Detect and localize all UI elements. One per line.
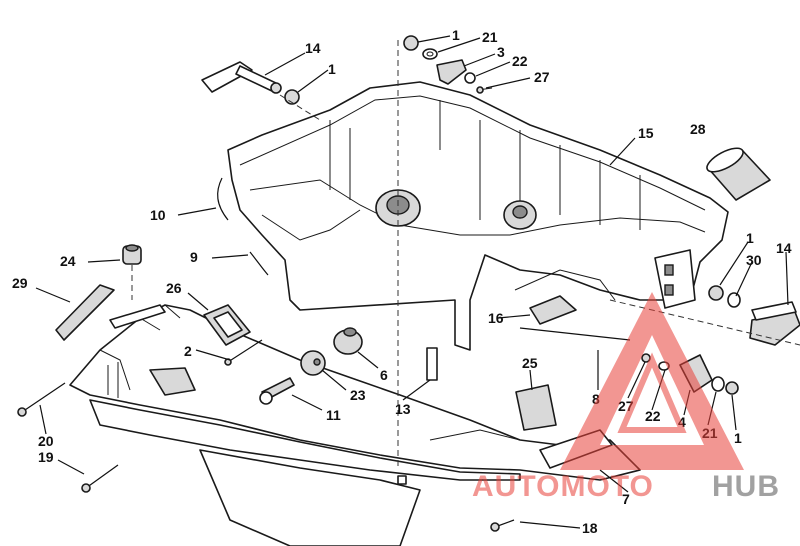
leader-lines — [35, 35, 789, 529]
callout-2: 2 — [184, 343, 192, 359]
callout-13: 13 — [395, 401, 411, 417]
nut-part-1 — [284, 89, 300, 105]
callout-24: 24 — [60, 253, 76, 269]
bolt-part-19 — [81, 464, 119, 493]
callout-labels: 14 1 1 21 3 22 27 15 28 10 9 24 29 26 2 … — [12, 27, 792, 536]
callout-1-lower: 1 — [734, 430, 742, 446]
callout-16: 16 — [488, 310, 504, 326]
callout-25: 25 — [522, 355, 538, 371]
callout-14-right: 14 — [776, 240, 792, 256]
watermark-brand-prefix: AUTOMOTO — [472, 470, 654, 503]
callout-14-top: 14 — [305, 40, 321, 56]
upper-cover-rim — [227, 81, 729, 351]
callout-4: 4 — [678, 414, 686, 430]
callout-19: 19 — [38, 449, 54, 465]
screw-part-2 — [227, 339, 263, 363]
upper-cover-inner-floor — [249, 179, 706, 236]
lower-cover-front-rail — [109, 304, 166, 329]
automotohub-watermark: AUTOMOTO HUB — [472, 292, 780, 503]
pad-part-26 — [203, 304, 251, 346]
bracket-part-25 — [515, 384, 557, 431]
nut-part-1d — [708, 285, 724, 301]
clip-part-13 — [426, 347, 438, 381]
callout-23: 23 — [350, 387, 366, 403]
callout-1-top-left: 1 — [328, 61, 336, 77]
watermark-triangle-logo — [560, 292, 744, 470]
washer-part-30 — [727, 292, 741, 308]
washer-part-23 — [300, 350, 326, 376]
callout-22-top: 22 — [512, 53, 528, 69]
handle-part-14 — [201, 61, 282, 94]
callout-8: 8 — [592, 391, 600, 407]
grommet-part-6 — [333, 327, 363, 355]
callout-15: 15 — [638, 125, 654, 141]
callout-20: 20 — [38, 433, 54, 449]
lower-cover-drain — [397, 475, 407, 485]
washer-part-21b — [711, 376, 725, 392]
stud-part-11 — [259, 377, 295, 405]
callout-29: 29 — [12, 275, 28, 291]
callout-1-right: 1 — [746, 230, 754, 246]
callout-27-top: 27 — [534, 69, 550, 85]
callout-1-top: 1 — [452, 27, 460, 43]
callout-9: 9 — [190, 249, 198, 265]
watermark-brand-suffix: HUB — [712, 470, 780, 503]
callout-11: 11 — [326, 407, 341, 423]
top-fastener-stack — [403, 35, 493, 94]
handle-part-14b — [749, 301, 800, 346]
callout-10: 10 — [150, 207, 166, 223]
callout-26: 26 — [166, 280, 182, 296]
callout-3: 3 — [497, 44, 505, 60]
nut-part-1c — [725, 381, 739, 395]
callout-22-lower: 22 — [645, 408, 661, 424]
trim-part-29 — [55, 284, 115, 341]
rod-part-8 — [519, 327, 631, 341]
grommet-part-24 — [122, 244, 142, 265]
lower-cover-mount — [149, 367, 196, 396]
assembly-line-right — [609, 299, 800, 346]
callout-18: 18 — [582, 520, 598, 536]
bolt-part-18 — [490, 519, 515, 532]
cylinder-part-28 — [706, 147, 771, 201]
lower-cover-skirt — [89, 399, 521, 481]
callout-7: 7 — [622, 491, 630, 507]
lower-cover-exhaust-housing — [199, 449, 421, 546]
callout-6: 6 — [380, 367, 388, 383]
plate-part-16 — [529, 295, 577, 325]
callout-28: 28 — [690, 121, 706, 137]
bolt-part-20 — [17, 382, 66, 417]
callout-30: 30 — [746, 252, 762, 268]
callout-21-top: 21 — [482, 29, 498, 45]
